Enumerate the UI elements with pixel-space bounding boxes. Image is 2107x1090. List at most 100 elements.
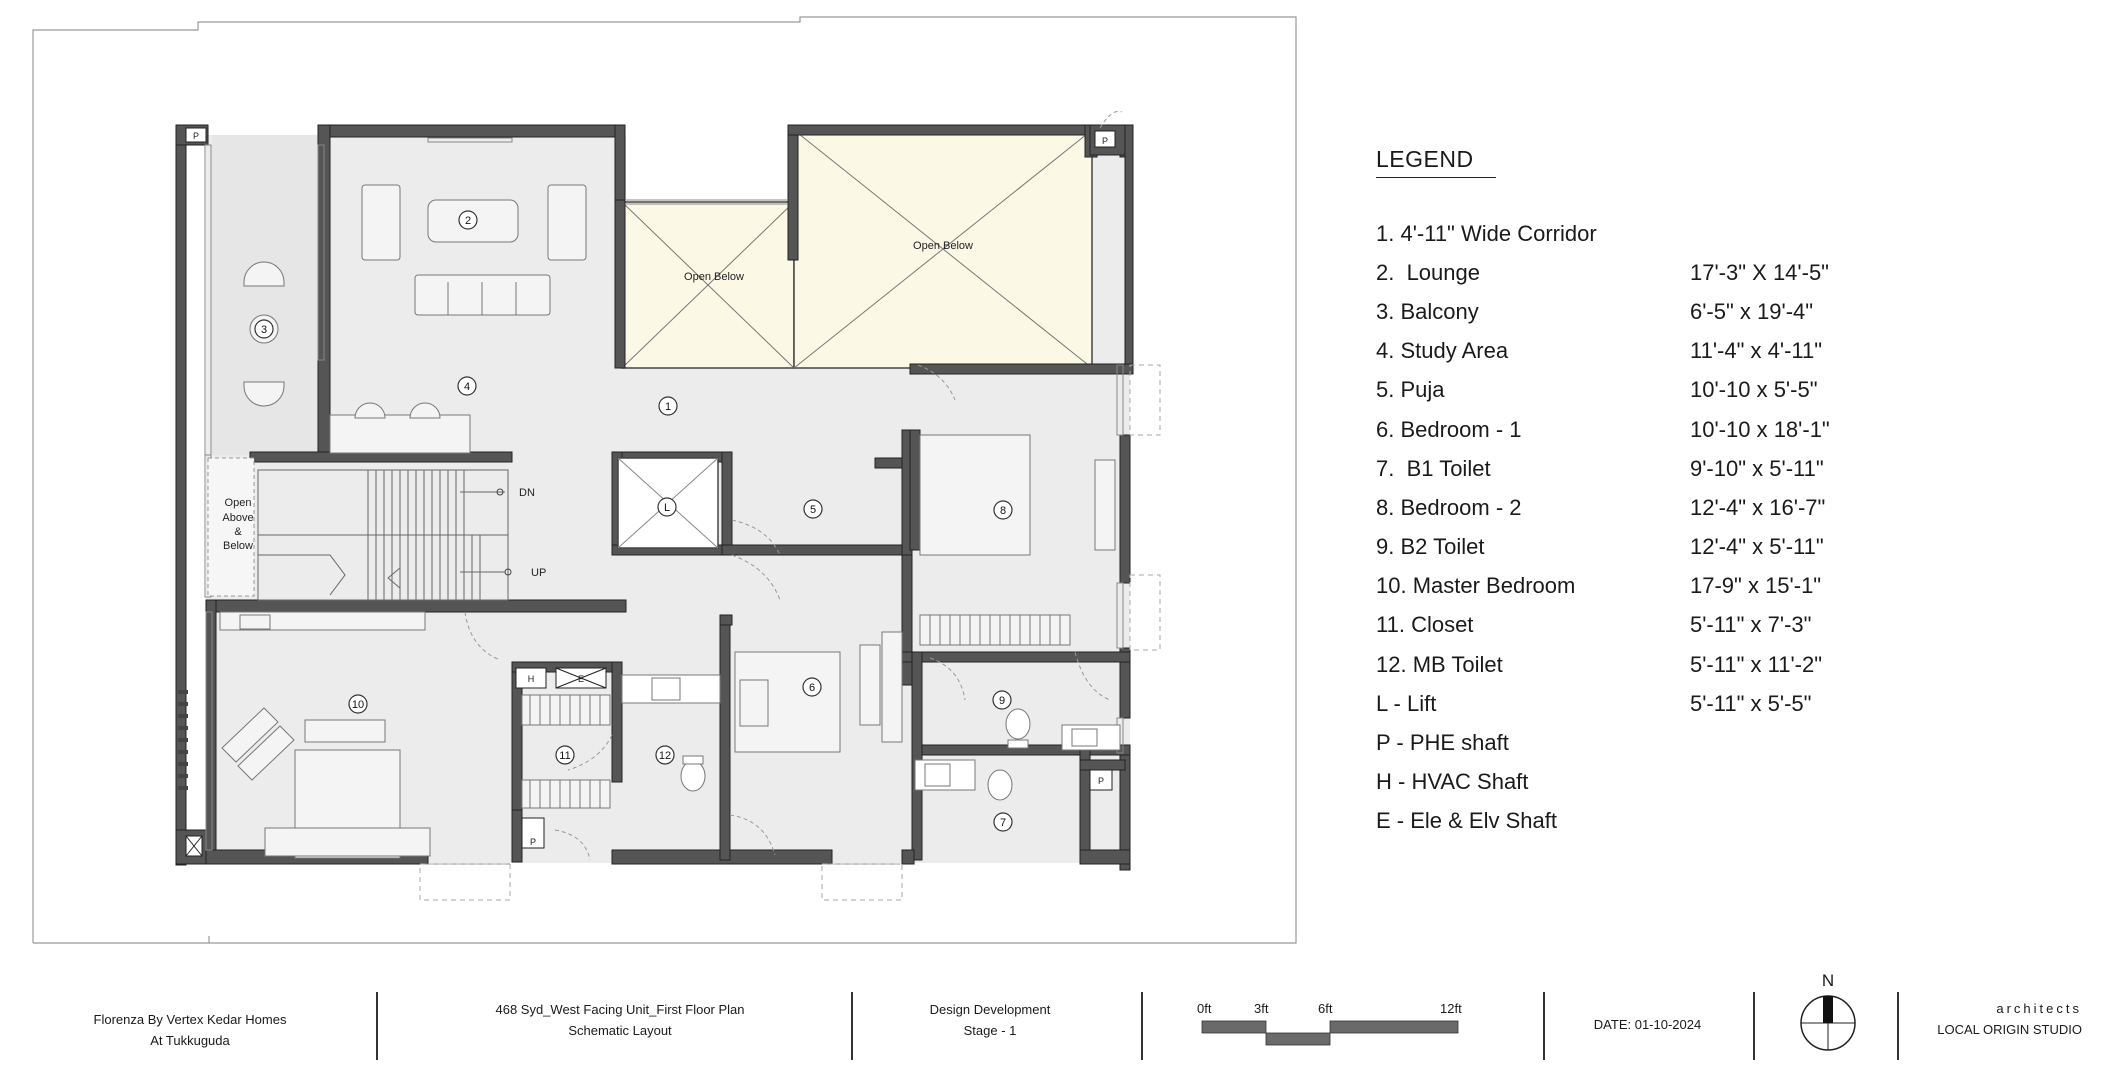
master-bedroom-furniture — [219, 611, 431, 859]
study-furniture — [329, 402, 471, 454]
firm-line-2: LOCAL ORIGIN STUDIO — [1937, 1022, 2082, 1037]
north-label: N — [1821, 971, 1835, 990]
room-numbers: 1 2 3 4 5 6 7 8 9 10 11 12 L — [261, 215, 1006, 829]
lift-label: L — [664, 502, 670, 514]
void-label-line-3: & — [234, 526, 242, 538]
title-block-divider — [1141, 992, 1143, 1060]
legend-item-label: 8. Bedroom - 2 — [1376, 494, 1522, 520]
legend-item-label: 3. Balcony — [1376, 298, 1479, 324]
legend-item-dimension: 5'-11" x 7'-3" — [1690, 612, 1812, 638]
stage-line-2: Stage - 1 — [963, 1023, 1017, 1038]
open-below-label-left: Open Below — [684, 271, 744, 283]
legend-item: 1. 4'-11" Wide Corridor — [1376, 214, 1896, 253]
scale-label-12: 12ft — [1440, 1001, 1462, 1016]
legend-item-label: E - Ele & Elv Shaft — [1376, 808, 1557, 834]
legend-item-dimension: 10'-10 x 18'-1" — [1690, 416, 1830, 442]
firm-line-1: architects — [1996, 1001, 2082, 1016]
staircase — [257, 469, 509, 601]
project-name-line-1: Florenza By Vertex Kedar Homes — [93, 1012, 287, 1027]
balcony-furniture — [243, 261, 285, 407]
legend-item-label: 10. Master Bedroom — [1376, 573, 1576, 599]
open-below-left — [621, 201, 795, 369]
shaft-p-label-bath: P — [1098, 776, 1104, 786]
title-block-divider — [851, 992, 853, 1060]
legend-item-label: 6. Bedroom - 1 — [1376, 416, 1522, 442]
void-label-line-1: Open — [225, 497, 252, 509]
room-4-number: 4 — [464, 381, 470, 393]
scale-label-3: 3ft — [1254, 1001, 1269, 1016]
shaft-p-label-top-right: P — [1102, 136, 1108, 146]
title-block-divider — [1753, 992, 1755, 1060]
drawing-title-line-2: Schematic Layout — [568, 1023, 672, 1038]
north-arrow — [1800, 995, 1856, 1051]
shaft-p-label-closet: P — [530, 837, 536, 847]
shaft-p-label-top-left: P — [193, 131, 199, 141]
legend-item-dimension: 11'-4" x 4'-11" — [1690, 338, 1823, 364]
scale-label-0: 0ft — [1197, 1001, 1212, 1016]
room-12-number: 12 — [659, 750, 671, 762]
legend-item: 5. Puja 10'-10 x 5'-5" — [1376, 371, 1896, 410]
title-block-divider — [1543, 992, 1545, 1060]
shaft-h-label: H — [528, 674, 535, 684]
room-5-number: 5 — [810, 504, 816, 516]
open-below-label-right: Open Below — [913, 240, 973, 252]
legend-item-dimension: 17-9" x 15'-1" — [1690, 573, 1822, 599]
shaft-e-label: E — [578, 674, 584, 684]
stair-dn-label: DN — [519, 487, 535, 499]
toilet-fixtures — [621, 674, 1121, 801]
room-markers — [254, 210, 1013, 832]
room-9-number: 9 — [999, 695, 1005, 707]
legend-item-dimension: 6'-5" x 19'-4" — [1690, 298, 1814, 324]
project-name: Florenza By Vertex Kedar Homes At Tukkug… — [60, 1009, 320, 1051]
legend-item-label: L - Lift — [1376, 690, 1437, 716]
room-7-number: 7 — [1000, 817, 1006, 829]
void-label-line-4: Below — [223, 540, 253, 552]
site-boundary — [32, 16, 1297, 944]
drawing-title: 468 Syd_West Facing Unit_First Floor Pla… — [430, 999, 810, 1041]
stage-line-1: Design Development — [929, 1002, 1051, 1017]
void-open-above-below — [207, 457, 255, 597]
legend-item-label: 11. Closet — [1376, 612, 1474, 638]
stair-dn-marker — [496, 488, 504, 496]
legend-item-label: 5. Puja — [1376, 377, 1445, 403]
room-10-number: 10 — [352, 699, 364, 711]
bedroom-2-furniture — [919, 434, 1116, 646]
legend-item-label: 12. MB Toilet — [1376, 651, 1503, 677]
drawing-date: DATE: 01-10-2024 — [1593, 1017, 1702, 1032]
legend-item: P - PHE shaft — [1376, 723, 1896, 762]
legend-item: 11. Closet 5'-11" x 7'-3" — [1376, 606, 1896, 645]
legend-item: 10. Master Bedroom 17-9" x 15'-1" — [1376, 567, 1896, 606]
legend-item-label: H - HVAC Shaft — [1376, 769, 1529, 795]
closet-furniture — [521, 694, 611, 809]
legend-item-label: 7. B1 Toilet — [1376, 455, 1491, 481]
legend-item-label: 2. Lounge — [1376, 259, 1480, 285]
stage-info: Design Development Stage - 1 — [880, 999, 1100, 1041]
external-door-frames — [419, 364, 1161, 901]
room-1-number: 1 — [665, 401, 671, 413]
project-name-line-2: At Tukkuguda — [150, 1033, 230, 1048]
plan-labels: Open Below Open Below Open Above & Below… — [193, 131, 1108, 847]
legend-item-label: 4. Study Area — [1376, 338, 1509, 364]
legend-item: E - Ele & Elv Shaft — [1376, 802, 1896, 841]
stair-up-label: UP — [531, 567, 546, 579]
legend-item-dimension: 10'-10 x 5'-5" — [1690, 377, 1818, 403]
room-11-number: 11 — [559, 750, 570, 762]
title-block-divider — [1897, 992, 1899, 1060]
legend-item: 4. Study Area 11'-4" x 4'-11" — [1376, 332, 1896, 371]
void-label-line-2: Above — [222, 512, 253, 524]
doors — [464, 110, 1123, 861]
legend-item: 6. Bedroom - 1 10'-10 x 18'-1" — [1376, 410, 1896, 449]
room-2-number: 2 — [465, 215, 471, 227]
legend-item-label: 1. 4'-11" Wide Corridor — [1376, 220, 1597, 246]
firm-name: architects LOCAL ORIGIN STUDIO — [1930, 998, 2082, 1040]
legend-item: 3. Balcony 6'-5" x 19'-4" — [1376, 292, 1896, 331]
drawing-title-line-1: 468 Syd_West Facing Unit_First Floor Pla… — [495, 1002, 745, 1017]
